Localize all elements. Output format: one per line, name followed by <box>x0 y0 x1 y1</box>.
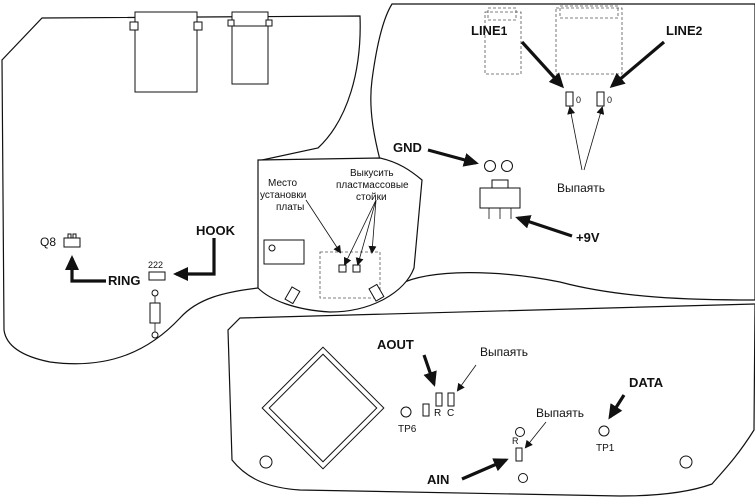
right-upper-board <box>370 3 755 301</box>
gnd-pad-2 <box>501 160 513 172</box>
module-component <box>263 239 305 265</box>
label-cut-2: пластмассовые <box>336 180 409 191</box>
mount-hole-right <box>679 455 693 469</box>
label-r-aout: R <box>434 408 441 419</box>
mount-hole-left <box>259 455 273 469</box>
voltage-regulator <box>479 179 521 219</box>
center-module <box>257 157 423 313</box>
gnd-pad-1 <box>484 160 496 172</box>
label-r-ain: R <box>512 436 519 446</box>
connector-left <box>134 11 198 93</box>
tp1-pad <box>598 425 610 437</box>
label-cut-3: стойки <box>356 192 387 203</box>
vertical-resistor <box>149 289 161 339</box>
zero-ohm-resistor-1 <box>565 91 574 107</box>
label-desolder-aout: Выпаять <box>480 345 528 359</box>
label-zero-1: 0 <box>576 95 581 105</box>
tp6-pad <box>400 406 412 418</box>
bottom-board <box>227 303 755 497</box>
label-data: DATA <box>629 375 664 390</box>
label-desolder-ain: Выпаять <box>536 406 584 420</box>
label-q8: Q8 <box>40 235 56 249</box>
label-mount-2: установки <box>260 190 306 201</box>
main-ic <box>261 346 385 470</box>
thin-pointers <box>305 106 605 449</box>
label-tp1: TP1 <box>596 443 615 454</box>
label-line2: LINE2 <box>666 23 703 38</box>
resistor-222 <box>148 271 166 281</box>
label-c-aout: C <box>447 408 454 419</box>
label-plus9v: +9V <box>576 230 600 245</box>
label-zero-2: 0 <box>607 95 612 105</box>
label-line1: LINE1 <box>471 23 508 38</box>
label-ring: RING <box>108 273 141 288</box>
zero-ohm-resistor-2 <box>596 91 605 107</box>
aout-capacitor <box>447 392 455 407</box>
label-desolder-top: Выпаять <box>557 181 605 195</box>
thick-arrows <box>65 40 666 481</box>
label-222: 222 <box>148 260 163 270</box>
label-tp6: TP6 <box>398 424 417 435</box>
label-mount-3: платы <box>276 202 304 213</box>
q8-component <box>63 233 81 248</box>
label-cut-1: Выкусить <box>350 168 394 179</box>
ain-resistor <box>515 447 523 462</box>
label-ain: AIN <box>427 472 449 487</box>
label-hook: HOOK <box>196 223 236 238</box>
label-mount-1: Место <box>268 178 297 189</box>
label-aout: AOUT <box>377 337 414 352</box>
left-board <box>1 11 361 365</box>
label-gnd: GND <box>393 140 422 155</box>
aout-resistor <box>435 392 443 407</box>
